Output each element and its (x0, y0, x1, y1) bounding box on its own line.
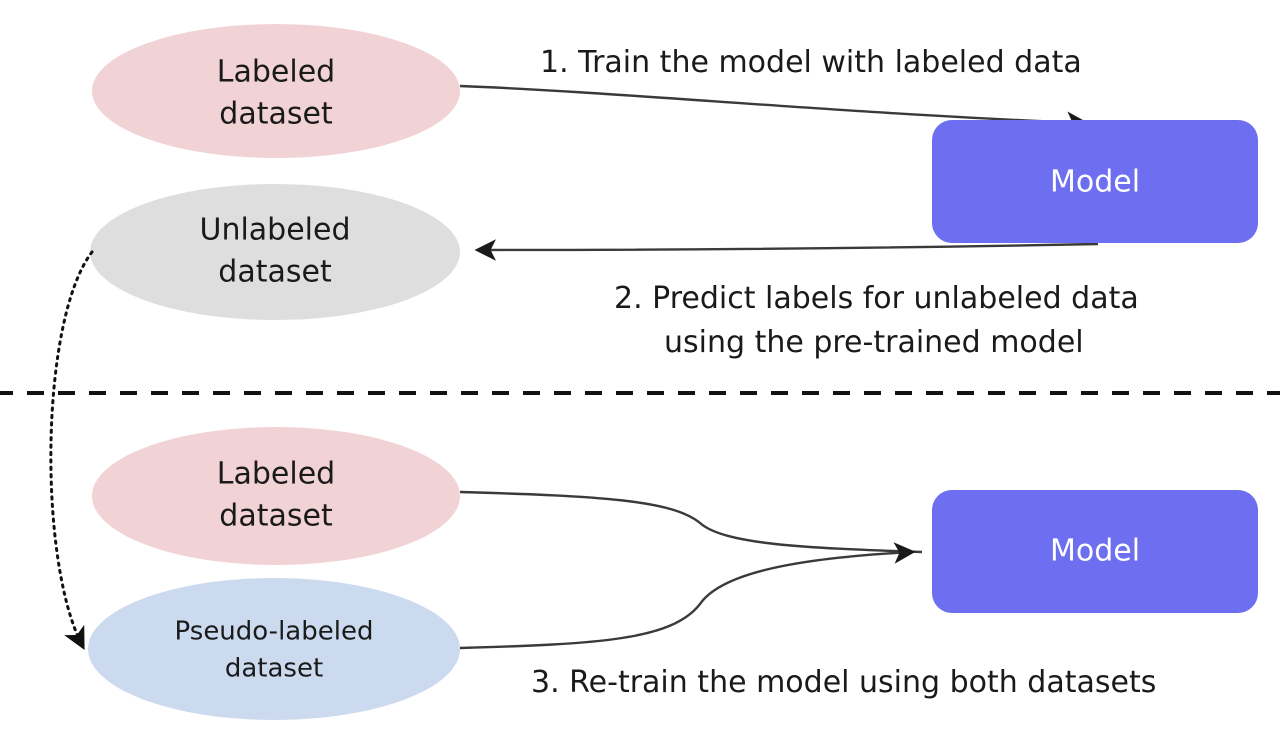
node-model-top-label: Model (1050, 165, 1140, 200)
node-labeled-dataset-bottom[interactable] (92, 427, 460, 565)
edge-train-labeled-to-model (459, 84, 1089, 134)
node-pseudo-labeled-dataset[interactable] (88, 578, 460, 720)
node-unlabeled-dataset-line1: Unlabeled (199, 213, 350, 248)
edge-retrain-labeled-to-model (459, 490, 923, 554)
node-labeled-dataset-bottom-line1: Labeled (217, 457, 335, 492)
edge-feedback-unlabeled-to-pseudo (49, 250, 94, 650)
node-labeled-dataset-top[interactable] (92, 24, 460, 158)
node-pseudo-labeled-dataset-line1: Pseudo-labeled (175, 617, 374, 647)
node-unlabeled-dataset-line2: dataset (218, 255, 332, 290)
node-model-bottom[interactable] (932, 490, 1258, 613)
step-3-caption: 3. Re-train the model using both dataset… (531, 665, 1156, 700)
node-pseudo-labeled-dataset-line2: dataset (225, 654, 323, 684)
node-labeled-dataset-top-line2: dataset (219, 97, 333, 132)
step-1-caption: 1. Train the model with labeled data (540, 45, 1082, 80)
node-labeled-dataset-top-line1: Labeled (217, 55, 335, 90)
step-2-caption-line2: using the pre-trained model (664, 325, 1084, 360)
node-model-top[interactable] (932, 120, 1258, 243)
node-labeled-dataset-bottom-line2: dataset (219, 499, 333, 534)
edge-predict-model-to-unlabeled (474, 239, 1099, 261)
step-2-caption-line1: 2. Predict labels for unlabeled data (614, 281, 1139, 316)
node-unlabeled-dataset[interactable] (90, 184, 460, 320)
node-model-bottom-label: Model (1050, 534, 1140, 569)
edge-retrain-pseudo-to-model (459, 542, 916, 650)
